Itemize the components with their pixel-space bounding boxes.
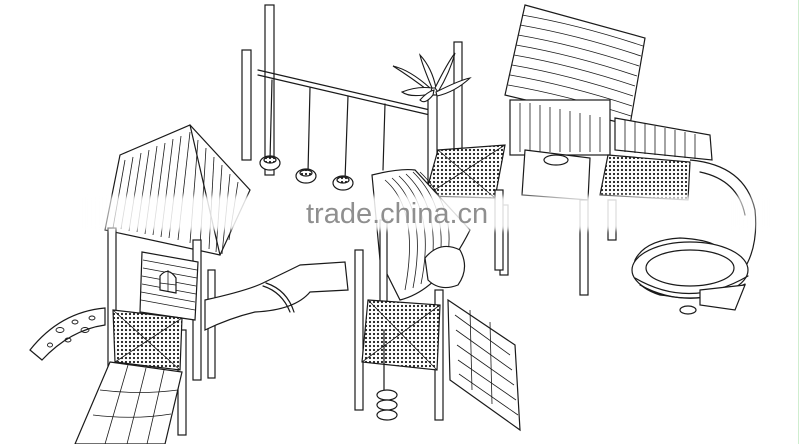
spiral-slide <box>631 159 757 315</box>
watermark-band <box>80 196 770 230</box>
left-house <box>29 124 251 444</box>
right-edge-line <box>798 0 799 444</box>
center-tower <box>354 144 521 432</box>
tunnel-tube <box>204 261 349 331</box>
watermark-text: trade.china.cn <box>306 198 489 230</box>
right-house <box>494 4 713 296</box>
swing-bridge <box>241 4 431 191</box>
